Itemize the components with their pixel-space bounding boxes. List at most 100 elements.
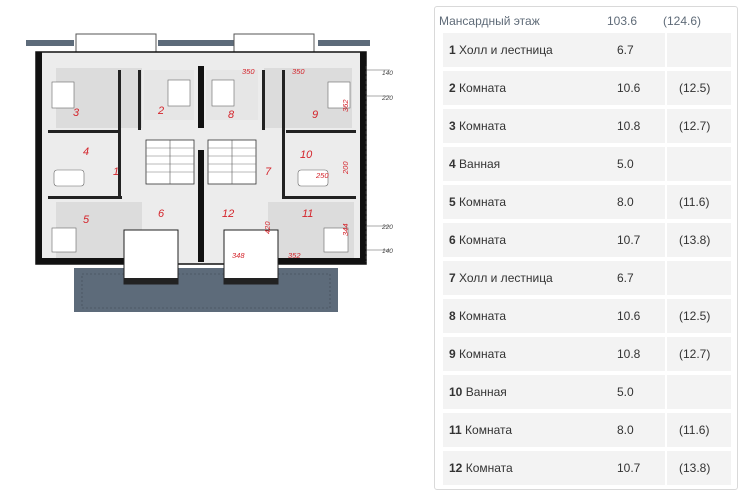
room-area: 10.6 — [617, 309, 641, 323]
wall-center-lower — [198, 150, 204, 262]
room-name: Комната — [459, 119, 507, 133]
room-number: 9 — [449, 347, 456, 361]
room-name-cell: 7 Холл и лестница — [449, 271, 553, 285]
dim-bath-h: 200 — [341, 161, 350, 175]
room-name: Комната — [459, 195, 507, 209]
room-name: Комната — [465, 461, 513, 475]
room-number: 7 — [449, 271, 456, 285]
dim-bath-w: 250 — [315, 171, 329, 180]
bed-room-9 — [327, 81, 351, 109]
room-total-area: (12.5) — [679, 309, 711, 323]
ext-dim-2: 220 — [381, 95, 393, 102]
wall-inner-f — [282, 70, 285, 198]
room-number: 12 — [449, 461, 463, 475]
bathtub-right — [297, 169, 329, 187]
staircase-right — [207, 139, 257, 185]
staircase-left — [145, 139, 195, 185]
wall-inner-a — [48, 130, 118, 133]
dormer-right-sill — [224, 278, 278, 284]
room-number: 10 — [449, 385, 463, 399]
room-row: 3 Комната 10.8 (12.7) — [443, 109, 731, 143]
dim-bottom-b: 352 — [288, 251, 301, 260]
floor-plan-drawing: 1 2 3 4 5 6 7 8 9 10 11 12 350 350 362 2… — [26, 33, 393, 312]
wall-bottom-right — [256, 258, 366, 264]
room-name-cell: 6 Комната — [449, 233, 506, 247]
panel-header: Мансардный этаж 103.6 (124.6) — [435, 7, 737, 33]
room-total-area: (12.7) — [679, 119, 711, 133]
room-area: 10.8 — [617, 119, 641, 133]
dormer-left-sill — [124, 278, 178, 284]
bed-room-2 — [167, 79, 191, 107]
dim-bottom-a: 348 — [232, 251, 245, 260]
room-name: Комната — [465, 423, 513, 437]
bed-room-3 — [51, 81, 75, 109]
terrace-base — [74, 268, 338, 312]
cell-divider — [665, 375, 667, 409]
ext-dim-4: 140 — [382, 248, 393, 255]
room-label-6: 6 — [158, 208, 165, 220]
room-area: 8.0 — [617, 195, 634, 209]
wall-inner-g — [138, 70, 141, 130]
room-number: 8 — [449, 309, 456, 323]
wall-inner-c — [48, 196, 122, 199]
dormer-left — [123, 229, 179, 285]
room-label-11: 11 — [302, 208, 313, 220]
room-row: 12 Комната 10.7 (13.8) — [443, 451, 731, 485]
room-area: 10.8 — [617, 347, 641, 361]
room-row: 8 Комната 10.6 (12.5) — [443, 299, 731, 333]
room-name: Ванная — [465, 385, 507, 399]
dim-right-lower: 344 — [341, 223, 350, 236]
room-name: Комната — [459, 347, 507, 361]
room-total-area: (13.8) — [679, 461, 711, 475]
cell-divider — [665, 413, 667, 447]
room-area: 10.7 — [617, 461, 641, 475]
room-name-cell: 11 Комната — [449, 423, 512, 437]
room-name: Холл и лестница — [459, 271, 553, 285]
room-number: 3 — [449, 119, 456, 133]
floor-plan: 1 2 3 4 5 6 7 8 9 10 11 12 350 350 362 2… — [18, 30, 406, 320]
room-label-12: 12 — [222, 208, 234, 220]
room-number: 6 — [449, 233, 456, 247]
room-name-cell: 12 Комната — [449, 461, 513, 475]
ext-dim-3: 220 — [381, 224, 393, 231]
balcony-left — [75, 33, 157, 55]
dim-top-b: 350 — [292, 67, 305, 76]
room-label-10: 10 — [300, 149, 313, 161]
wall-inner-d — [282, 196, 356, 199]
room-total-area: (12.5) — [679, 81, 711, 95]
bathtub-left — [53, 169, 85, 187]
room-label-2: 2 — [157, 105, 164, 117]
wall-inner-b — [286, 130, 356, 133]
floor-total-area: (124.6) — [663, 14, 702, 28]
room-total-area: (11.6) — [679, 195, 710, 209]
roof-bar-left — [26, 40, 74, 46]
cell-divider — [665, 71, 667, 105]
room-area: 5.0 — [617, 385, 634, 399]
bed-room-11 — [323, 227, 349, 253]
room-number: 11 — [449, 423, 462, 437]
room-name-cell: 10 Ванная — [449, 385, 507, 399]
room-name-cell: 9 Комната — [449, 347, 506, 361]
wall-center-upper — [198, 66, 204, 128]
room-total-area: (13.8) — [679, 233, 711, 247]
room-label-5: 5 — [83, 214, 90, 226]
roof-bar-center — [158, 40, 236, 46]
cell-divider — [665, 451, 667, 485]
terrace-outline — [81, 273, 331, 309]
bed-room-5 — [51, 227, 77, 253]
room-label-7: 7 — [265, 166, 272, 178]
wall-inner-h — [262, 70, 265, 130]
cell-divider — [665, 185, 667, 219]
roof-bar-right — [318, 40, 370, 46]
ext-dim-1: 140 — [382, 70, 393, 77]
room-row: 10 Ванная 5.0 — [443, 375, 731, 409]
room-name-cell: 8 Комната — [449, 309, 506, 323]
